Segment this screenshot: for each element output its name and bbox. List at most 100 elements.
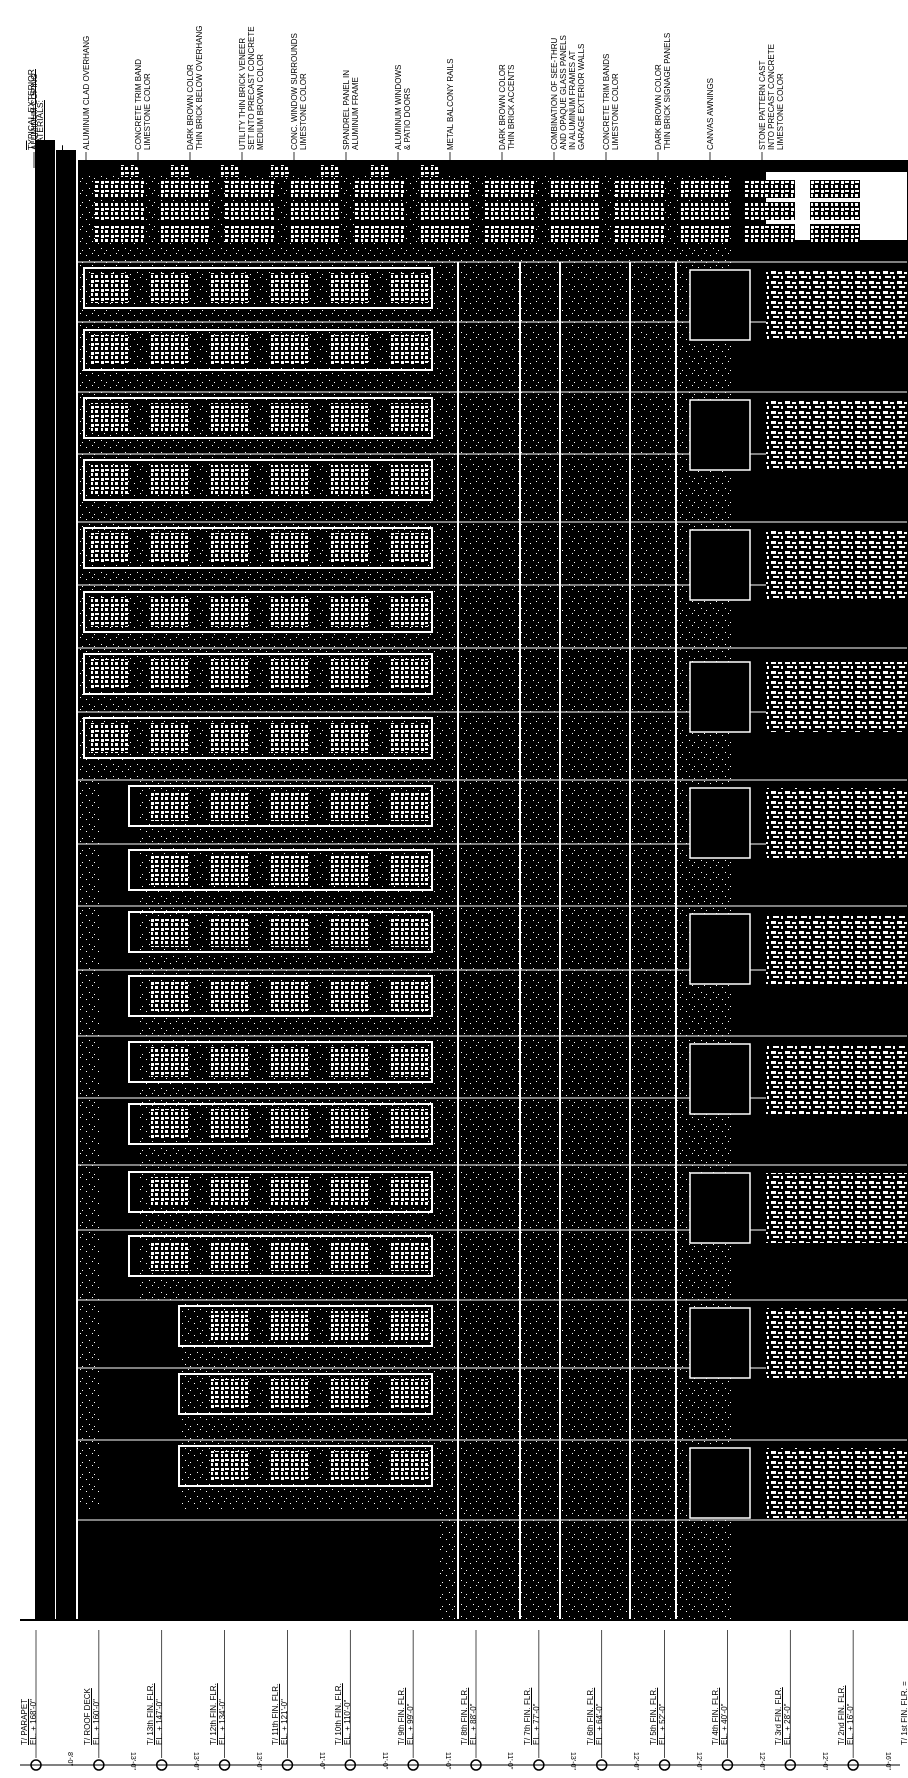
level-name: T/ 9th FIN. FLR. [397,1687,407,1745]
material-note: METAL BALCONY RAILS [446,59,455,150]
tower-window [90,335,128,365]
floor-height-label: 13'-0" [129,1752,137,1770]
window-band-frame [83,329,433,371]
balcony-rail [120,165,140,177]
tower-window [210,855,248,885]
tower-window [150,465,188,495]
storefront-opening [689,529,751,601]
tower-window [210,723,248,753]
tower-window [270,723,308,753]
tower-window [210,917,248,947]
tower-window [270,1047,308,1077]
level-name: T/ PARAPET [20,1698,29,1745]
stone-pattern-panel [766,914,908,984]
stone-pattern-panel [766,1044,908,1114]
tower-window [390,981,428,1011]
level-name: T/ 12th FIN. FLR. [208,1683,218,1745]
tower-window [330,659,368,689]
floor-height-label: 11'-0" [317,1752,325,1770]
upper-window [485,180,535,198]
material-note-line: MEDIUM BROWN COLOR [256,54,265,150]
tower-window [90,273,128,303]
material-note-line: METAL BALCONY RAILS [446,58,455,150]
material-note-line: LIMESTONE COLOR [143,73,152,150]
window-band-frame [178,1373,433,1415]
floor-height-label: 12'-0" [757,1752,765,1770]
tower-window [150,981,188,1011]
material-note-line: DARK BROWN COLOR [498,64,507,150]
upper-window [225,224,275,242]
tower-window [390,1241,428,1271]
balcony-rail [370,165,390,177]
tower-window [210,1109,248,1139]
balcony-rail [220,165,240,177]
upper-window [420,224,470,242]
tower-window [270,597,308,627]
tower-window [150,723,188,753]
window-band-frame [128,1171,433,1213]
floor-height-label: 13'-0" [255,1752,262,1770]
tower-window [270,1241,308,1271]
balcony-rail [320,165,340,177]
tower-window [210,1311,248,1341]
tower-window [210,335,248,365]
tower-window [390,917,428,947]
tower-window [330,981,368,1011]
tower-window [270,1177,308,1207]
setback-left-2 [140,1300,180,1620]
tower-window [150,273,188,303]
upper-window [615,224,665,242]
level-name: T/ 7th FIN. FLR. [522,1687,532,1745]
material-note-line: LIMESTONE COLOR [611,73,620,150]
tower-window [150,1241,188,1271]
stone-pattern-panel [766,270,908,340]
upper-window [355,224,405,242]
tower-window [330,855,368,885]
floor-height-label: 13'-0" [569,1752,577,1770]
tower-window [210,403,248,433]
level-name: T/ 13th FIN. FLR. [145,1683,155,1745]
tower-window [270,1451,308,1481]
stone-pattern-panel [766,1308,908,1378]
tower-window [210,533,248,563]
tower-window [150,1177,188,1207]
tower-window [90,403,128,433]
tower-window [270,981,308,1011]
tower-window [210,1241,248,1271]
floor-height-label: 11'-0" [443,1752,451,1770]
tower-window [390,1311,428,1341]
tower-window [330,791,368,821]
tower-window [150,533,188,563]
tower-window [210,1379,248,1409]
upper-window [160,224,210,242]
stone-pattern-panel [766,400,908,470]
tower-window [210,981,248,1011]
window-band-frame [128,1041,433,1083]
tower-window [390,403,428,433]
tower-window [150,659,188,689]
material-note-line: CONCRETE TRIM BAND [134,59,143,150]
material-note-line: LIMESTONE COLOR [299,73,308,150]
level-elevation: EL. + 110'-0" [343,1699,353,1745]
tower-window [390,1047,428,1077]
aluminum-coping-band [35,140,55,1620]
upper-window [615,180,665,198]
level-name: T/ 8th FIN. FLR. [460,1687,469,1745]
tower-window [210,465,248,495]
tower-window [270,533,308,563]
window-band-frame [128,849,433,891]
tower-window [90,465,128,495]
level-elevation: EL. + 16'-0" [846,1703,856,1745]
material-note: ALUMINUM WINDOWS& PATIO DOORS [394,65,412,150]
tower-window [270,1311,308,1341]
material-note-line: THIN BRICK ACCENTS [507,64,516,150]
storefront-opening [689,1172,751,1244]
